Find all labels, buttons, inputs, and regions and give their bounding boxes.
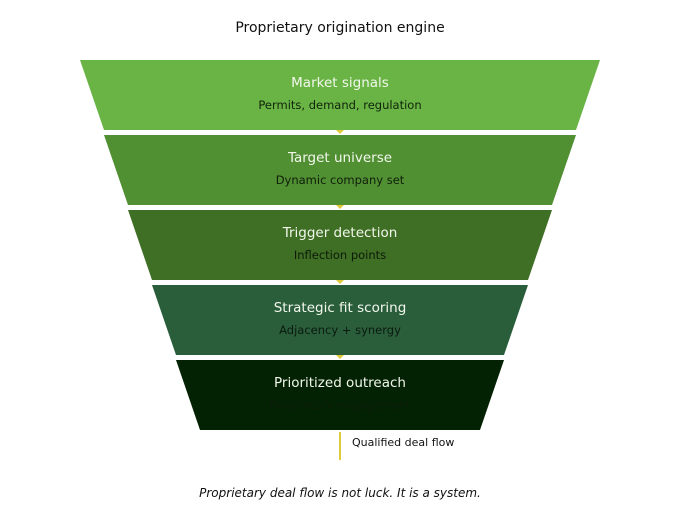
- stage-connector-arrow-icon: [336, 130, 344, 134]
- stage-title: Target universe: [287, 150, 392, 166]
- funnel-stage-3: [128, 210, 552, 280]
- stage-subtitle: Permits, demand, regulation: [258, 98, 421, 112]
- stage-title: Prioritized outreach: [274, 375, 406, 391]
- funnel-stage-5: [176, 360, 504, 430]
- stage-title: Trigger detection: [282, 225, 398, 241]
- stage-title: Market signals: [291, 75, 389, 91]
- stage-title: Strategic fit scoring: [274, 300, 407, 316]
- stage-subtitle: Adjacency + synergy: [279, 323, 401, 337]
- stage-subtitle: Dynamic company set: [276, 173, 405, 187]
- stage-connector-arrow-icon: [336, 355, 344, 359]
- funnel-stage-1: [80, 60, 600, 130]
- stage-subtitle: Proprietary engagement: [270, 398, 411, 412]
- stage-subtitle: Inflection points: [294, 248, 386, 262]
- stage-connector-arrow-icon: [336, 280, 344, 284]
- diagram-title: Proprietary origination engine: [235, 20, 445, 36]
- output-label: Qualified deal flow: [352, 436, 455, 449]
- funnel-stage-2: [104, 135, 576, 205]
- funnel-stage-4: [152, 285, 528, 355]
- stage-connector-arrow-icon: [336, 205, 344, 209]
- footer-caption: Proprietary deal flow is not luck. It is…: [199, 486, 481, 500]
